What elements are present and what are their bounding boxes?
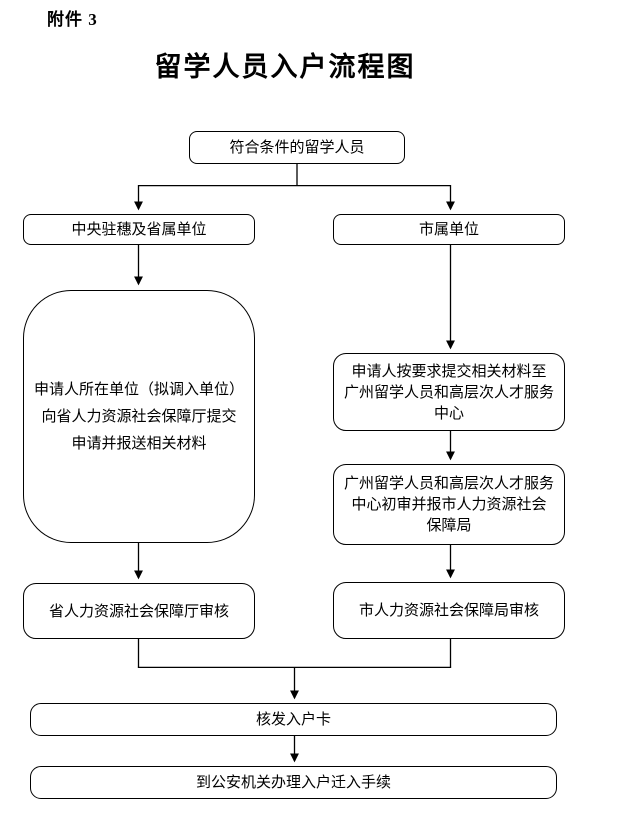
- node-left-branch-header-label: 中央驻穗及省属单位: [71, 221, 207, 238]
- node-right-step1: 申请人按要求提交相关材料至 广州留学人员和高层次人才服务 中心: [333, 353, 565, 431]
- node-start: 符合条件的留学人员: [189, 131, 405, 164]
- node-left-step1: 申请人所在单位（拟调入单位） 向省人力资源社会保障厅提交 申请并报送相关材料: [23, 290, 255, 543]
- node-right-review: 市人力资源社会保障局审核: [333, 582, 565, 639]
- node-right-review-label: 市人力资源社会保障局审核: [358, 602, 539, 619]
- node-start-label: 符合条件的留学人员: [229, 139, 365, 156]
- node-left-review: 省人力资源社会保障厅审核: [23, 583, 255, 639]
- node-left-step1-line1: 申请人所在单位（拟调入单位）: [33, 381, 244, 398]
- node-right-branch-header: 市属单位: [333, 214, 565, 245]
- node-right-step1-line2: 广州留学人员和高层次人才服务: [343, 383, 554, 401]
- attachment-label: 附件 3: [47, 10, 98, 29]
- node-issue-card-label: 核发入户卡: [255, 711, 331, 728]
- node-right-step2-line2: 中心初审并报市人力资源社会: [351, 496, 547, 513]
- node-right-step1-line3: 中心: [433, 404, 464, 422]
- node-right-branch-header-label: 市属单位: [418, 221, 479, 238]
- node-left-branch-header: 中央驻穗及省属单位: [23, 214, 255, 245]
- node-right-step1-line1: 申请人按要求提交相关材料至: [351, 362, 547, 380]
- node-right-step2-line3: 保障局: [426, 517, 472, 534]
- node-right-step2: 广州留学人员和高层次人才服务 中心初审并报市人力资源社会 保障局: [333, 464, 565, 545]
- node-left-step1-line3: 申请并报送相关材料: [71, 435, 207, 452]
- node-issue-card: 核发入户卡: [30, 703, 557, 736]
- node-right-step2-line1: 广州留学人员和高层次人才服务: [343, 475, 554, 492]
- node-final-step-label: 到公安机关办理入户迁入手续: [195, 774, 391, 791]
- node-left-step1-line2: 向省人力资源社会保障厅提交: [41, 408, 237, 425]
- page-title: 留学人员入户流程图: [154, 52, 416, 82]
- node-left-review-label: 省人力资源社会保障厅审核: [48, 602, 229, 620]
- node-final-step: 到公安机关办理入户迁入手续: [30, 766, 557, 799]
